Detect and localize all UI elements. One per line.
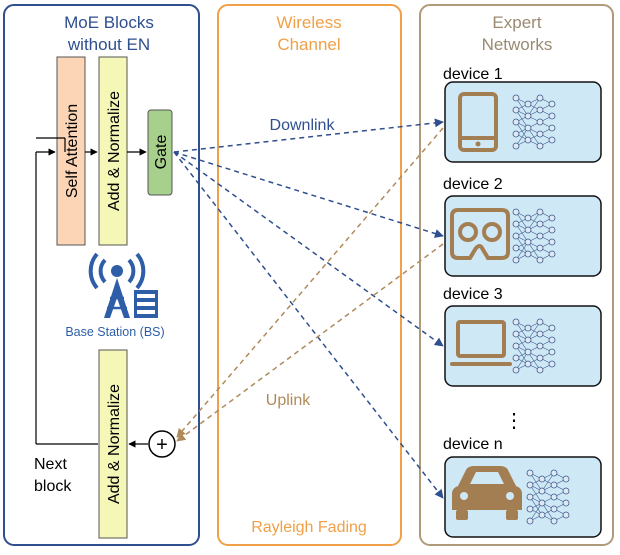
channel-panel <box>217 4 402 546</box>
device-n-label: device n <box>443 436 503 453</box>
sum-symbol: + <box>156 434 168 456</box>
experts-title-line2: Networks <box>482 35 553 54</box>
next-block-line1: Next <box>34 456 67 473</box>
channel-bottom-label: Rayleigh Fading <box>251 519 367 536</box>
self-attention-block <box>56 56 86 246</box>
experts-panel <box>419 4 614 546</box>
self-attention-label: Self Attention <box>64 104 81 198</box>
add-normalize-top-label: Add & Normalize <box>106 91 123 211</box>
next-block-line2: block <box>34 478 72 495</box>
add-normalize-top-block <box>98 56 128 246</box>
device-2-box <box>444 195 602 277</box>
car-icon <box>452 466 522 520</box>
gate-block <box>147 109 173 196</box>
vr-headset-icon <box>450 208 510 260</box>
residual-flow <box>35 137 148 448</box>
downlink-lines <box>173 118 444 499</box>
tablet-button <box>475 141 481 147</box>
moe-title-line2: without EN <box>67 35 150 54</box>
base-station-icon <box>88 252 158 318</box>
downlink-label: Downlink <box>270 117 336 134</box>
gate-label: Gate <box>153 135 170 170</box>
device-1-box <box>444 81 602 163</box>
moe-panel <box>3 4 200 546</box>
experts-title-line1: Expert <box>492 13 541 32</box>
uplink-lines <box>176 127 444 442</box>
sum-node <box>148 430 176 458</box>
channel-title-line1: Wireless <box>276 13 341 32</box>
device-3-box <box>444 305 602 387</box>
device-2-label: device 2 <box>443 176 503 193</box>
moe-title-line1: MoE Blocks <box>64 13 154 32</box>
uplink-label: Uplink <box>266 392 311 409</box>
base-station-label: Base Station (BS) <box>65 325 164 339</box>
device-3-label: device 3 <box>443 286 503 303</box>
add-normalize-bottom-block <box>98 349 128 539</box>
add-normalize-bottom-label: Add & Normalize <box>106 384 123 504</box>
device-1-label: device 1 <box>443 66 503 83</box>
tablet-icon <box>458 92 498 152</box>
laptop-icon <box>450 320 512 366</box>
channel-title-line2: Channel <box>277 35 340 54</box>
device-ellipsis: ⋮ <box>504 410 524 432</box>
